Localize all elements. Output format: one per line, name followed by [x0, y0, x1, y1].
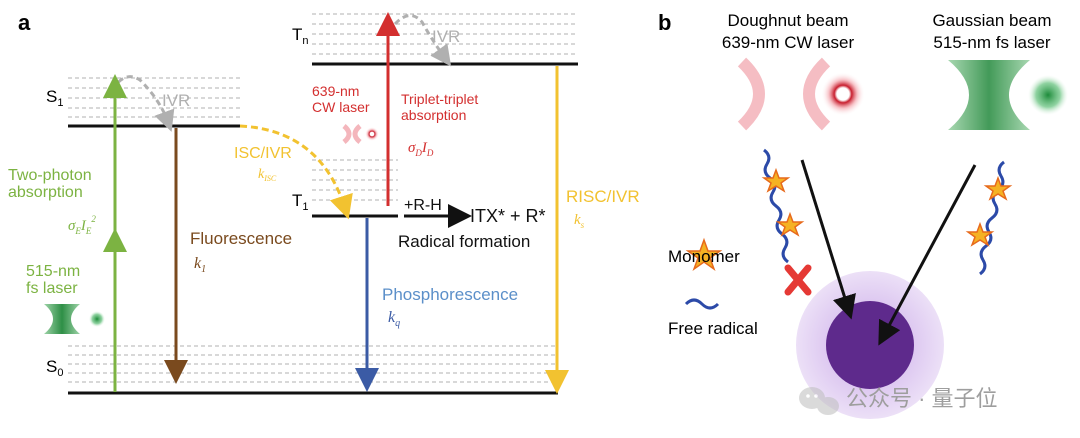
wechat-logo-icon: [799, 387, 839, 415]
s0-vibrational-levels: [68, 345, 558, 383]
sigma-e-formula: σEIE2: [68, 214, 96, 236]
isc-ivr-curve: [239, 124, 353, 220]
radical-chain-left: [763, 148, 789, 264]
doughnut-beam-icon: [737, 57, 865, 131]
two-photon-label-2: absorption: [8, 184, 83, 201]
legend-free-radical-label: Free radical: [668, 319, 758, 338]
gaussian-beam-icon-small: [44, 304, 105, 334]
tn-label: Tn: [292, 25, 309, 47]
fs-laser-label-2: fs laser: [26, 280, 78, 297]
ivr-tn-label: IVR: [432, 27, 460, 46]
tta-label-1: Triplet-triplet: [401, 91, 478, 107]
ks-label: ks: [574, 212, 585, 230]
isc-ivr-label: ISC/IVR: [234, 145, 292, 162]
t1-label: T1: [292, 191, 309, 213]
s1-label: S1: [46, 87, 63, 109]
gaussian-beam-arrow: [878, 164, 977, 346]
t1-vibrational-levels: [312, 159, 398, 201]
legend-monomer-star-icon: [685, 237, 723, 271]
monomer-star-icons: [761, 167, 1013, 247]
cw-laser-label-2: CW laser: [312, 99, 370, 115]
s0-label: S0: [46, 357, 63, 379]
fs-laser-label-1: 515-nm: [26, 263, 80, 280]
doughnut-title-1: Doughnut beam: [728, 11, 849, 30]
watermark-text: 公众号 · 量子位: [846, 386, 998, 411]
panel-b-label: b: [658, 10, 671, 35]
risc-ivr-label: RISC/IVR: [566, 187, 640, 206]
panel-a-label: a: [18, 10, 31, 35]
inhibition-cross-icon: [784, 264, 812, 296]
gaussian-title-2: 515-nm fs laser: [933, 33, 1050, 52]
kq-label: kq: [388, 309, 400, 329]
radical-chain-right: [979, 160, 1005, 276]
fluorescence-label: Fluorescence: [190, 229, 292, 248]
cw-laser-label-1: 639-nm: [312, 83, 359, 99]
legend-free-radical-icon: [684, 298, 720, 310]
k1-label: k1: [194, 255, 206, 275]
ivr-s1-label: IVR: [162, 91, 190, 110]
ivr-tn-curve: [393, 14, 452, 67]
s1-vibrational-levels: [68, 77, 240, 118]
legend-monomer-label: Monomer: [668, 247, 740, 266]
doughnut-beam-icon-small: [342, 124, 379, 144]
doughnut-title-2: 639-nm CW laser: [722, 33, 855, 52]
itx-label: ITX* + R*: [470, 206, 546, 226]
kisc-label: kISC: [258, 167, 277, 183]
rh-label: +R-H: [404, 197, 442, 214]
tta-label-2: absorption: [401, 107, 466, 123]
polymerization-core: [826, 301, 914, 389]
radical-formation-label: Radical formation: [398, 232, 530, 251]
gaussian-title-1: Gaussian beam: [932, 11, 1051, 30]
gaussian-beam-icon: [948, 60, 1068, 130]
two-photon-label-1: Two-photon: [8, 167, 92, 184]
doughnut-beam-arrow: [800, 159, 856, 320]
sigma-d-formula: σDID: [408, 140, 434, 158]
phosphorescence-label: Phosphorescence: [382, 285, 518, 304]
ivr-s1-curve: [110, 75, 175, 132]
